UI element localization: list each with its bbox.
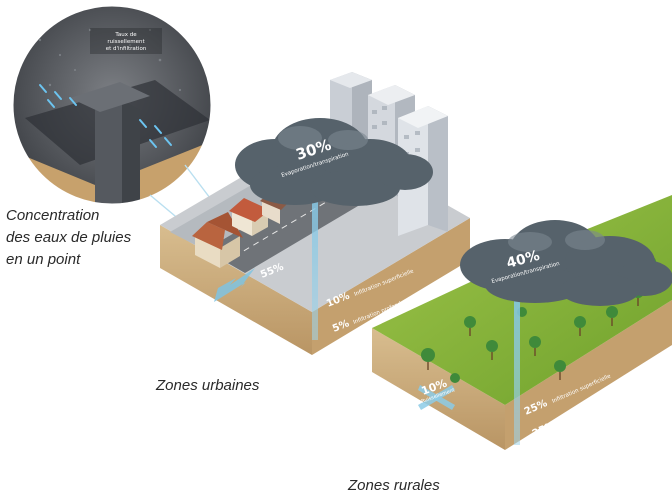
zoom-label-line-1: Taux de	[114, 32, 137, 38]
urban-cloud: 30% Evaporation/transpiration	[235, 118, 433, 206]
concentration-caption-line-1: Concentration	[6, 207, 100, 224]
rural-evaporation-arrow	[508, 276, 526, 445]
concentration-caption: Concentration des eaux de pluies en un p…	[6, 205, 131, 271]
zoom-label-line-2: ruissellement	[107, 39, 145, 45]
rural-zone-caption: Zones rurales	[348, 477, 440, 494]
rural-soil-front	[372, 328, 505, 450]
urban-soil-front	[160, 225, 312, 355]
urban-zone-caption: Zones urbaines	[156, 377, 260, 394]
zoom-label-line-3: et d'infiltration	[106, 46, 147, 52]
zoom-circle: Taux de ruissellement et d'infiltration	[10, 3, 239, 263]
rural-cloud: 40% Evaporation/transpiration	[460, 220, 672, 306]
urban-runoff-arrow	[214, 268, 255, 302]
urban-evaporation-arrow	[306, 162, 324, 340]
rural-soil-side	[505, 300, 672, 450]
concentration-caption-line-2: des eaux de pluies	[6, 229, 132, 246]
urban-soil-side	[312, 218, 470, 355]
rural-runoff-marker: 10% Ruissellement	[418, 377, 456, 410]
concentration-caption-line-3: en un point	[6, 251, 81, 268]
